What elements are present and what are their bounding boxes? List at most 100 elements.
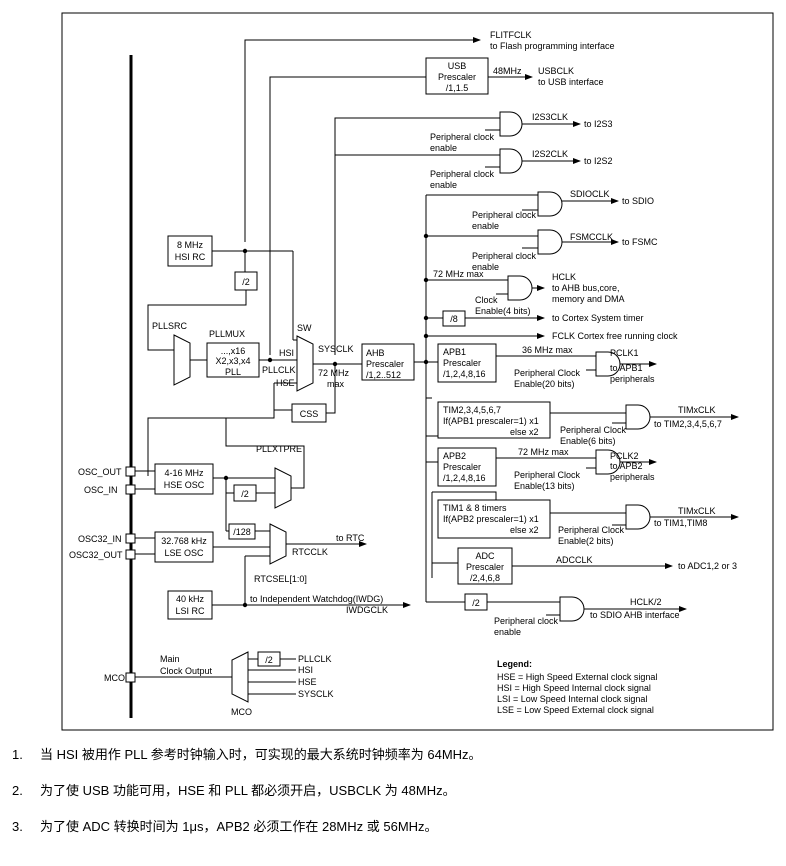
hclk-dest-line1: to AHB bus,core, — [552, 283, 620, 293]
tim2-and-gate — [625, 404, 651, 430]
tim2-line2: If(APB1 prescaler=1) x1 — [443, 416, 539, 426]
fclk-dest: FCLK Cortex free running clock — [552, 331, 678, 341]
mco-pin — [125, 672, 136, 683]
apb1-prescaler-box — [437, 343, 497, 383]
sw-label: SW — [297, 323, 312, 333]
apb1-line1: APB1 — [443, 347, 466, 357]
hclk2-enable-line2: enable — [494, 627, 521, 637]
lsi-rc-line1: 40 kHz — [176, 594, 205, 604]
pll-box — [206, 342, 260, 378]
hclk-and-gate — [507, 275, 533, 301]
adcclk-label: ADCCLK — [556, 555, 593, 565]
i2s3-enable-line2: enable — [430, 143, 457, 153]
flitfclk-label: FLITFCLK — [490, 30, 532, 40]
clock-tree-diagram: FLITFCLK to Flash programming interface … — [61, 12, 774, 731]
tim1-line2: If(APB2 prescaler=1) x1 — [443, 514, 539, 524]
sysclk-max-line2: max — [327, 379, 345, 389]
adc-dest: to ADC1,2 or 3 — [678, 561, 737, 571]
cortex-timer-dest: to Cortex System timer — [552, 313, 644, 323]
pclk2-label: PCLK2 — [610, 451, 639, 461]
mco-input-sysclk: SYSCLK — [298, 689, 334, 699]
i2s3clk-label: I2S3CLK — [532, 112, 568, 122]
sw-mux — [296, 335, 314, 392]
tim2-line1: TIM2,3,4,5,6,7 — [443, 405, 501, 415]
hse-osc-line2: HSE OSC — [164, 480, 205, 490]
footnote-3: 3.为了使 ADC 转换时间为 1μs，APB2 必须工作在 28MHz 或 5… — [12, 816, 438, 835]
pclk2-and-gate — [595, 449, 621, 475]
legend-item-hse: HSE = High Speed External clock signal — [497, 672, 657, 682]
mco-main-line1: Main — [160, 654, 180, 664]
ahb-prescaler-line1: AHB — [366, 348, 385, 358]
hclk-dest-line2: memory and DMA — [552, 294, 625, 304]
hclk-enable-line2: Enable(4 bits) — [475, 306, 531, 316]
footnote-number: 2. — [12, 783, 23, 798]
i2s2-enable-line2: enable — [430, 180, 457, 190]
hclk2-enable-line1: Peripheral clock — [494, 616, 559, 626]
hse-osc-box — [154, 463, 214, 495]
tim1-dest: to TIM1,TIM8 — [654, 518, 707, 528]
hclk-max-label: 72 MHz max — [433, 269, 484, 279]
sdio-dest: to SDIO — [622, 196, 654, 206]
tim2-timxclk-label: TIMxCLK — [678, 405, 716, 415]
osc32-in-label: OSC32_IN — [78, 534, 122, 544]
fsmc-and-gate — [537, 229, 563, 255]
rtcsel-mux — [269, 523, 287, 565]
hsi-input-label: HSI — [279, 348, 294, 358]
lsi-rc-line2: LSI RC — [175, 606, 205, 616]
pclk2-dest-line1: to APB2 — [610, 461, 643, 471]
apb2-max-label: 72 MHz max — [518, 447, 569, 457]
to-rtc-label: to RTC — [336, 533, 365, 543]
adc-line2: Prescaler — [466, 562, 504, 572]
lse-osc-box — [154, 531, 214, 563]
legend-title: Legend: — [497, 659, 532, 669]
tim2-enable-line1: Peripheral Clock — [560, 425, 627, 435]
fsmc-dest: to FSMC — [622, 237, 658, 247]
i2s3-and-gate — [499, 111, 523, 137]
usb-prescaler-box — [425, 57, 489, 95]
footnote-1: 1.当 HSI 被用作 PLL 参考时钟输入时，可实现的最大系统时钟频率为 64… — [12, 744, 482, 763]
fsmc-enable-line2: enable — [472, 262, 499, 272]
mco-pin-label: MCO — [104, 673, 125, 683]
legend-item-lse: LSE = Low Speed External clock signal — [497, 705, 654, 715]
osc32-out-pin — [125, 549, 136, 560]
lse-osc-line2: LSE OSC — [164, 548, 204, 558]
apb1-enable-line2: Enable(20 bits) — [514, 379, 575, 389]
tim1-multiplier-box — [437, 499, 551, 539]
rtcsel-label: RTCSEL[1:0] — [254, 574, 307, 584]
footnote-text: 为了使 ADC 转换时间为 1μs，APB2 必须工作在 28MHz 或 56M… — [40, 819, 438, 834]
usbclk-dest: to USB interface — [538, 77, 604, 87]
pclk2-dest-line2: peripherals — [610, 472, 655, 482]
usb-freq-label: 48MHz — [493, 66, 522, 76]
osc32-in-pin — [125, 533, 136, 544]
apb1-max-label: 36 MHz max — [522, 345, 573, 355]
hclk-enable-line1: Clock — [475, 295, 498, 305]
mco-mux-label: MCO — [231, 707, 252, 717]
iwdg-dest: to Independent Watchdog(IWDG) — [250, 594, 383, 604]
usb-prescaler-line1: USB — [448, 61, 467, 71]
hclk-label: HCLK — [552, 272, 576, 282]
sdioclk-label: SDIOCLK — [570, 189, 610, 199]
pclk1-dest-line1: to APB1 — [610, 363, 643, 373]
rtcclk-label: RTCCLK — [292, 547, 328, 557]
cortex-div8-label: /8 — [450, 314, 458, 324]
sysclk-max-line1: 72 MHz — [318, 368, 350, 378]
usb-prescaler-line3: /1,1.5 — [446, 83, 469, 93]
adc-prescaler-box — [457, 547, 513, 585]
fsmc-enable-line1: Peripheral clock — [472, 251, 537, 261]
tim1-line3: else x2 — [510, 525, 539, 535]
pllxtpre-label: PLLXTPRE — [256, 444, 302, 454]
hclk2-dest: to SDIO AHB interface — [590, 610, 680, 620]
osc-in-pin — [125, 484, 136, 495]
apb2-line2: Prescaler — [443, 462, 481, 472]
usbclk-label: USBCLK — [538, 66, 574, 76]
apb2-line3: /1,2,4,8,16 — [443, 473, 486, 483]
hsi-rc-line2: HSI RC — [175, 252, 206, 262]
tim1-enable-line2: Enable(2 bits) — [558, 536, 614, 546]
i2s3-enable-line1: Peripheral clock — [430, 132, 495, 142]
hsi-div2-label: /2 — [242, 277, 250, 287]
footnote-text: 为了使 USB 功能可用，HSE 和 PLL 都必须开启，USBCLK 为 48… — [40, 783, 456, 798]
tim2-dest: to TIM2,3,4,5,6,7 — [654, 419, 722, 429]
apb2-enable-line2: Enable(13 bits) — [514, 481, 575, 491]
tim1-and-gate — [625, 504, 651, 530]
iwdgclk-label: IWDGCLK — [346, 605, 388, 615]
